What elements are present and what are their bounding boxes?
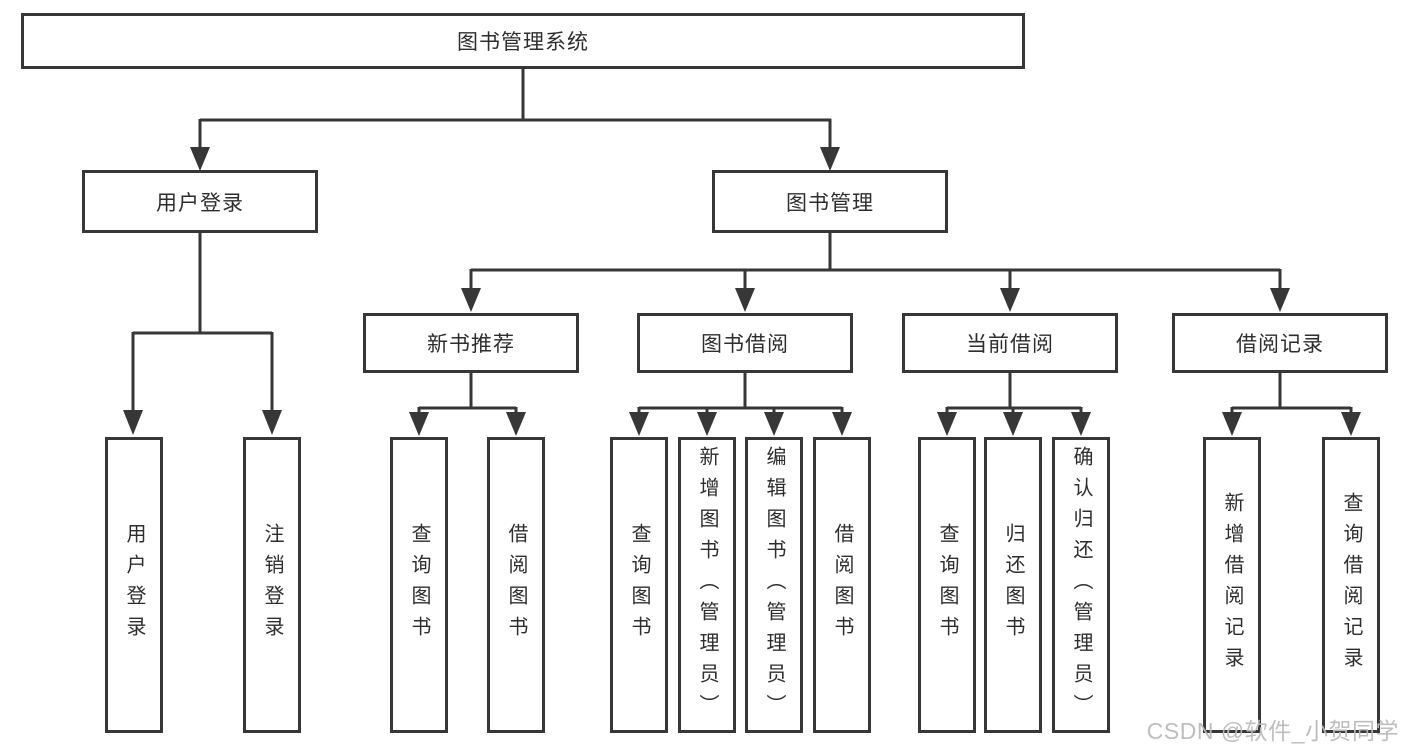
arrowhead-icon bbox=[1000, 288, 1020, 312]
node-new-book-recommendation: 新书推荐 bbox=[363, 313, 579, 373]
node-label: 新书推荐 bbox=[427, 333, 515, 356]
node-label: 归还图书 bbox=[1002, 523, 1024, 647]
node-user-login-group: 用户登录 bbox=[82, 170, 318, 233]
node-leaf-query-borrow-record: 查询借阅记录 bbox=[1322, 437, 1380, 733]
node-book-management: 图书管理 bbox=[712, 170, 948, 233]
node-leaf-add-borrow-record: 新增借阅记录 bbox=[1203, 437, 1261, 733]
node-label: 编辑图书（管理员） bbox=[763, 445, 785, 725]
arrowhead-icon bbox=[629, 412, 649, 436]
node-leaf-query-books-recommend: 查询图书 bbox=[390, 437, 448, 733]
arrowhead-icon bbox=[1341, 412, 1361, 436]
node-leaf-query-books-current: 查询图书 bbox=[918, 437, 976, 733]
node-label: 新增图书（管理员） bbox=[696, 445, 718, 725]
arrowhead-icon bbox=[820, 147, 840, 171]
node-label: 用户登录 bbox=[156, 191, 244, 215]
node-book-borrowing: 图书借阅 bbox=[637, 313, 853, 373]
arrowhead-icon bbox=[409, 412, 429, 436]
node-label: 新增借阅记录 bbox=[1221, 492, 1243, 678]
connector-rails bbox=[131, 67, 1353, 415]
node-library-management-system: 图书管理系统 bbox=[21, 13, 1025, 69]
watermark-csdn: CSDN @软件_小贺同学 bbox=[1146, 718, 1399, 744]
arrowhead-icon bbox=[832, 412, 852, 436]
node-label: 用户登录 bbox=[123, 523, 145, 647]
node-label: 借阅记录 bbox=[1236, 333, 1324, 356]
node-leaf-edit-books-admin: 编辑图书（管理员） bbox=[745, 437, 803, 733]
node-leaf-add-books-admin: 新增图书（管理员） bbox=[678, 437, 736, 733]
node-leaf-borrow-books: 借阅图书 bbox=[813, 437, 871, 733]
node-label: 当前借阅 bbox=[966, 333, 1054, 356]
arrowhead-icon bbox=[735, 288, 755, 312]
arrowhead-icon bbox=[937, 412, 957, 436]
node-leaf-logout: 注销登录 bbox=[243, 437, 301, 733]
arrowhead-icon bbox=[262, 410, 282, 435]
node-label: 注销登录 bbox=[261, 523, 283, 647]
node-leaf-user-login: 用户登录 bbox=[105, 437, 163, 733]
arrowhead-icons bbox=[123, 147, 1361, 436]
node-label: 借阅图书 bbox=[505, 523, 527, 647]
arrowhead-icon bbox=[461, 288, 481, 312]
node-label: 确认归还（管理员） bbox=[1070, 445, 1092, 725]
node-label: 查询图书 bbox=[936, 523, 958, 647]
node-label: 图书管理系统 bbox=[457, 31, 589, 54]
arrowhead-icon bbox=[1270, 288, 1290, 312]
node-borrowing-records: 借阅记录 bbox=[1172, 313, 1388, 373]
node-label: 图书管理 bbox=[786, 191, 874, 215]
arrowhead-icon bbox=[1222, 412, 1242, 436]
node-leaf-query-books-borrowing: 查询图书 bbox=[610, 437, 668, 733]
arrowhead-icon bbox=[764, 412, 784, 436]
node-current-borrowing: 当前借阅 bbox=[902, 313, 1118, 373]
node-label: 图书借阅 bbox=[701, 333, 789, 356]
node-label: 查询图书 bbox=[408, 523, 430, 647]
arrowhead-icon bbox=[190, 147, 210, 171]
arrowhead-icon bbox=[1071, 412, 1091, 436]
node-label: 查询图书 bbox=[628, 523, 650, 647]
node-leaf-confirm-return-admin: 确认归还（管理员） bbox=[1052, 437, 1110, 733]
node-leaf-borrow-books-recommend: 借阅图书 bbox=[487, 437, 545, 733]
node-label: 查询借阅记录 bbox=[1340, 492, 1362, 678]
arrowhead-icon bbox=[1003, 412, 1023, 436]
node-label: 借阅图书 bbox=[831, 523, 853, 647]
arrowhead-icon bbox=[506, 412, 526, 436]
node-leaf-return-books: 归还图书 bbox=[984, 437, 1042, 733]
arrowhead-icon bbox=[697, 412, 717, 436]
arrowhead-icon bbox=[123, 410, 143, 435]
